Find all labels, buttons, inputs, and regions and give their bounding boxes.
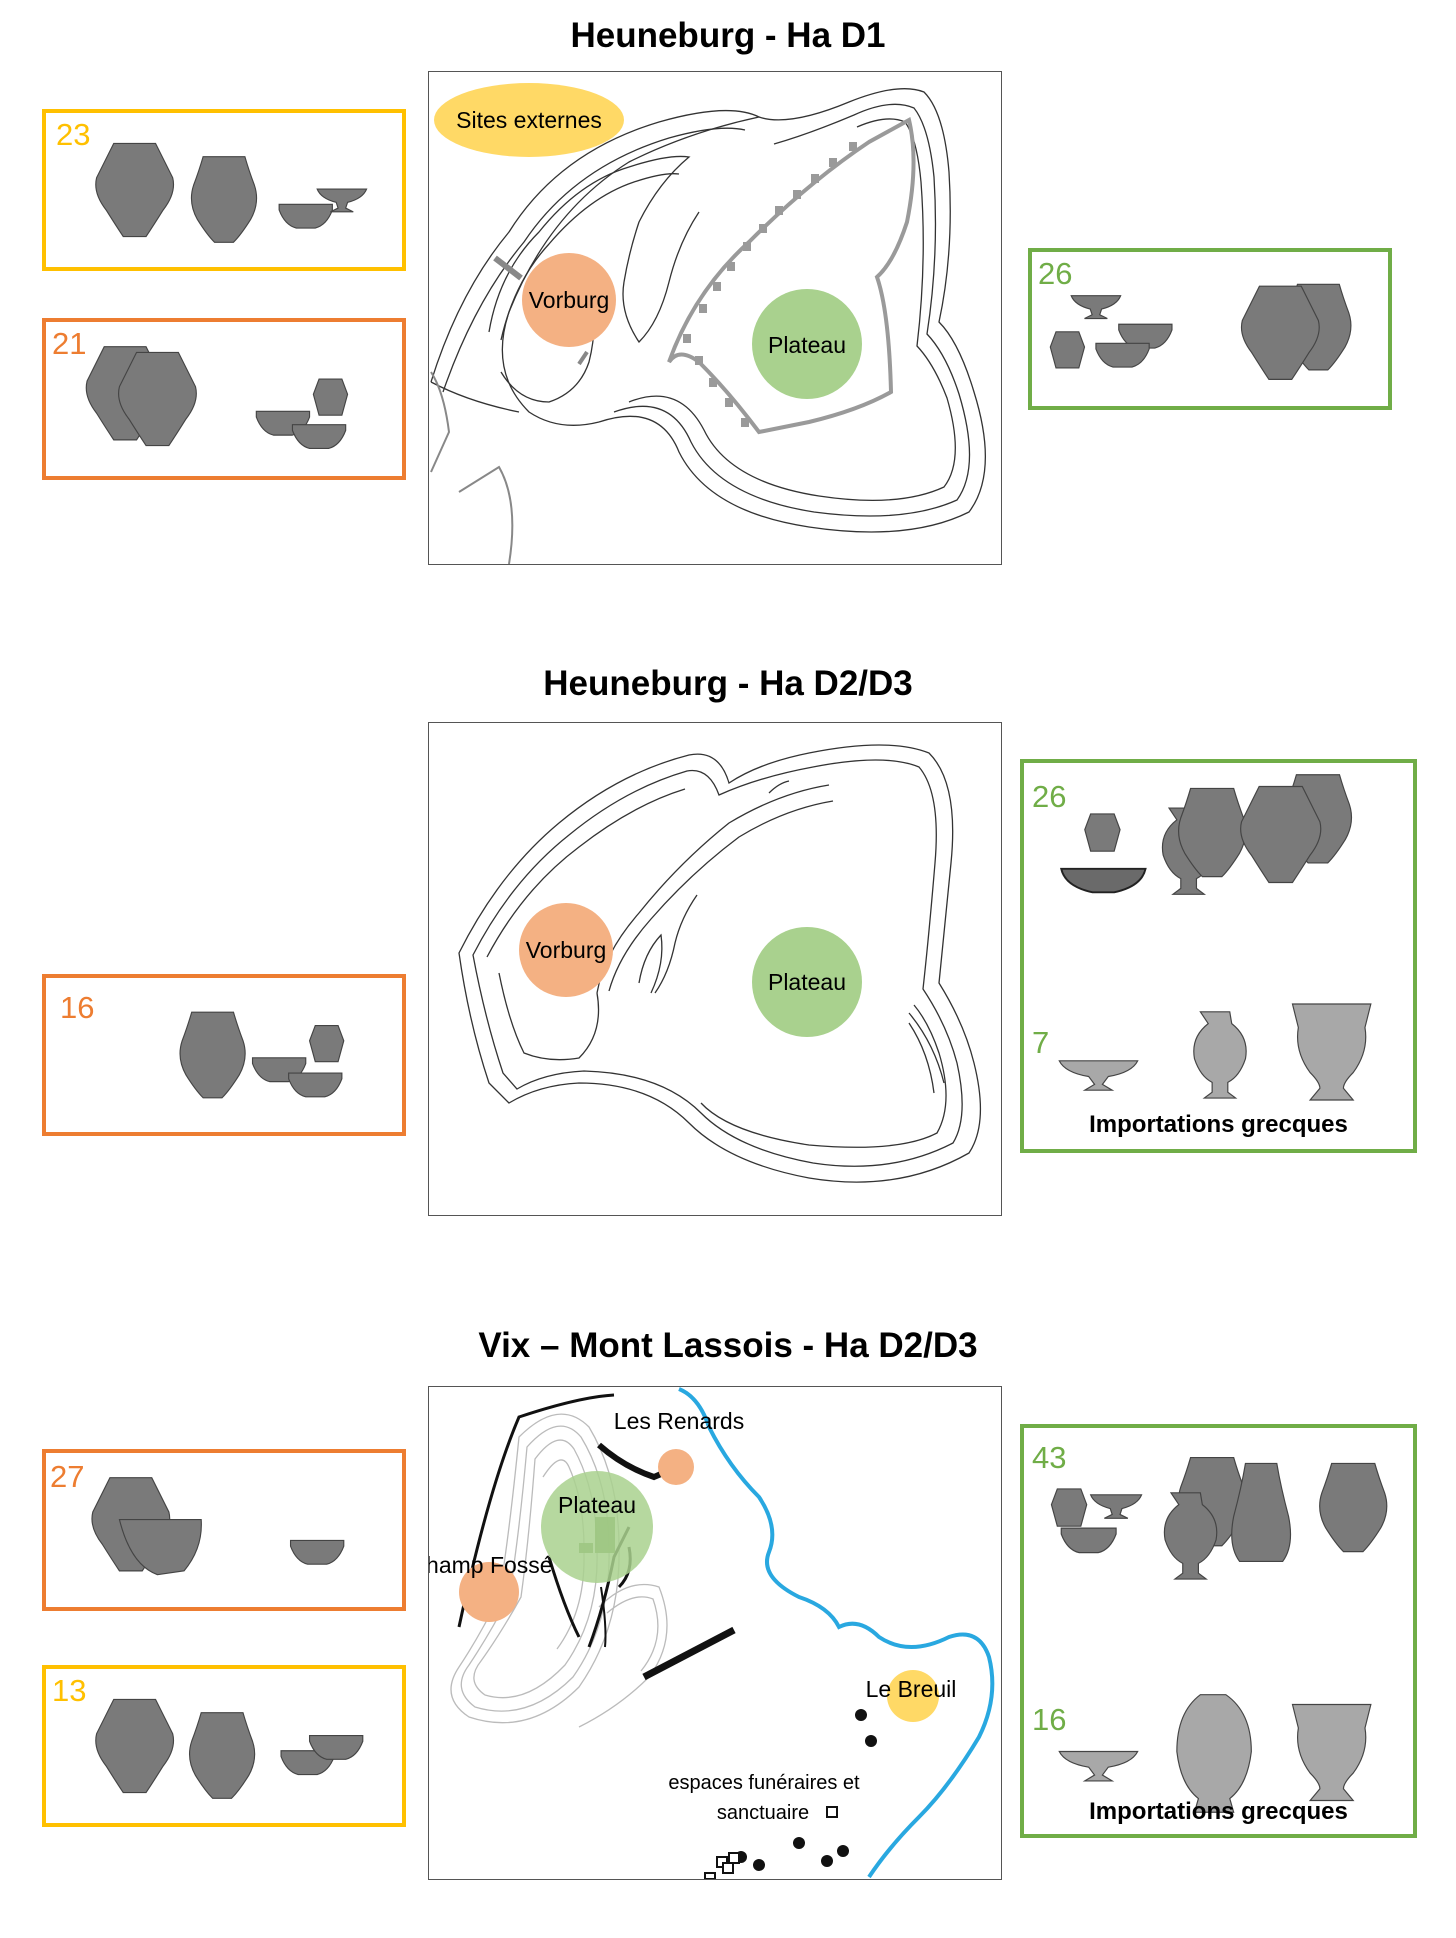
ceramic-count: 21 [52,326,87,361]
greek-krater-icon [1291,1003,1372,1101]
greek-oinochoe-icon [1193,1011,1247,1099]
pot-jar-icon [95,1698,175,1794]
ceramic-group [95,142,368,243]
zone-plateau-label: Plateau [768,969,846,995]
pot-bowl-icon [291,424,347,450]
pot-jar-icon [95,142,175,238]
pot-goblet-icon [1090,1494,1143,1519]
greek-amphora-icon [1176,1694,1252,1813]
pot-goblet-icon [1070,295,1122,320]
greek-imports-caption: Importations grecques [1089,1111,1348,1138]
imported-ceramic-count: 7 [1032,1025,1050,1060]
pot-beaker-icon [1050,1488,1088,1527]
ceramic-box-green: 43 16 Importations grecques [1020,1424,1417,1838]
panel-title-ha-d2-d3: Heuneburg - Ha D2/D3 [543,664,913,703]
ceramic-group [1049,283,1352,380]
ceramic-box-orange: 16 [42,974,406,1136]
ceramic-box-green: 26 7 Importations grecques [1020,759,1417,1153]
pot-bowl-icon [278,203,333,229]
zone-le-breuil-label: Le Breuil [866,1676,957,1702]
pot-bowl-icon [1060,867,1147,894]
zone-plateau-label: Plateau [558,1492,636,1518]
ceramic-count: 27 [50,1459,85,1494]
ceramic-group [179,1011,345,1099]
ceramic-box-yellow: 23 [42,109,406,271]
ceramic-group [95,1698,364,1799]
panel-title-vix-mont-lassois: Vix – Mont Lassois - Ha D2/D3 [478,1326,978,1365]
ceramic-count: 16 [60,990,95,1025]
greek-krater-icon [1291,1703,1372,1802]
pot-jar-icon [1240,785,1322,884]
ceramic-count: 13 [52,1673,87,1708]
zone-champ-fosse-label: Champ Fossé [429,1552,553,1578]
ceramic-box-green: 26 [1028,248,1392,410]
pot-bowl-icon [1060,1527,1117,1554]
imported-ceramic-count: 16 [1032,1702,1067,1737]
zone-vorburg-label: Vorburg [529,287,610,313]
pot-jar-icon [190,156,258,243]
pot-beaker-icon [1049,331,1086,369]
site-plan-heuneburg-d1: Sites externes Vorburg Plateau [428,71,1002,565]
ceramic-group [85,346,349,450]
pot-jar-icon [188,1712,256,1799]
pot-beaker-icon [308,1024,345,1063]
ceramic-count: 43 [1032,1440,1067,1475]
ceramic-count: 23 [56,117,91,152]
site-plan-heuneburg-d2-d3: Vorburg Plateau [428,722,1002,1216]
pot-bowl-icon [289,1539,345,1565]
site-plan-vix-mont-lassois: Les Renards Plateau Champ Fossé Le Breui… [428,1386,1002,1880]
vix-mont-lassois-map: Les Renards Plateau Champ Fossé Le Breui… [429,1387,995,1879]
pot-beaker-icon [1084,813,1121,852]
greek-imports-caption: Importations grecques [1089,1798,1348,1825]
ceramic-count: 26 [1032,779,1067,814]
zone-sites-externes-label: Sites externes [456,107,602,133]
ceramic-group [91,1477,345,1576]
heuneburg-d1-map: Sites externes Vorburg Plateau [430,83,986,564]
ceramic-box-orange: 21 [42,318,406,480]
zone-sanctuaire-label: sanctuaire [717,1802,809,1824]
pot-beaker-icon [312,378,349,416]
pot-bowl-icon [288,1072,343,1098]
zone-vorburg-label: Vorburg [526,937,607,963]
pot-jar-icon [1319,1462,1388,1553]
ceramic-box-yellow: 13 [42,1665,406,1827]
ceramic-count: 26 [1038,256,1073,291]
ceramic-box-orange: 27 [42,1449,406,1611]
pot-bowl-icon [118,1518,202,1576]
pot-bowl-icon [1095,342,1150,368]
greek-kylix-icon [1058,1750,1139,1782]
pot-jar-icon [1231,1462,1292,1563]
panel-title-ha-d1: Heuneburg - Ha D1 [570,16,886,55]
greek-kylix-icon [1058,1060,1139,1091]
ceramic-group [1058,774,1372,1101]
ceramic-group [1050,1456,1388,1813]
pot-jar-icon [179,1011,246,1099]
zone-funeraire-label: espaces funéraires et [668,1772,860,1794]
zone-les-renards-label: Les Renards [614,1408,744,1434]
heuneburg-d2-d3-map: Vorburg Plateau [458,744,982,1183]
zone-plateau-label: Plateau [768,332,846,358]
